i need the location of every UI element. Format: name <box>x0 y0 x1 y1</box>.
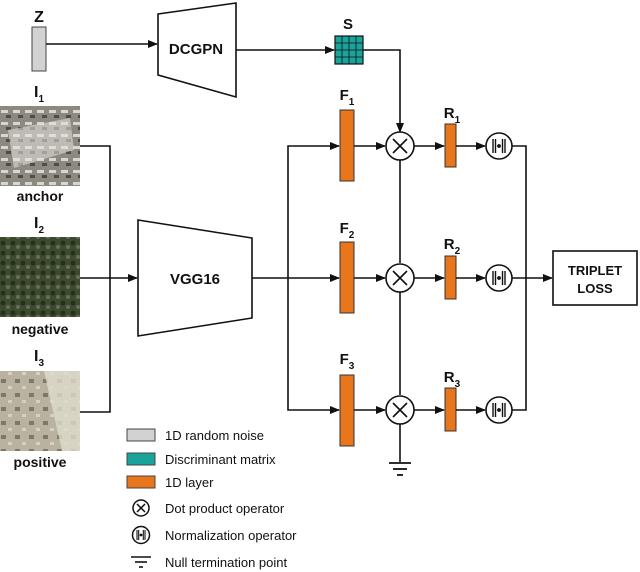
normalization-1 <box>485 132 513 160</box>
vgg16-label: VGG16 <box>170 271 220 288</box>
noise-z-bar <box>31 26 47 72</box>
noise-swatch <box>126 428 156 442</box>
legend: 1D random noise Discriminant matrix 1D l… <box>126 428 297 570</box>
vgg-to-f3-arrow <box>287 278 340 414</box>
vgg16-block <box>137 219 253 337</box>
r2-label: R2 <box>444 236 461 257</box>
s-to-dot1-wire <box>363 49 404 133</box>
f2-label: F2 <box>340 220 355 241</box>
discriminant-matrix <box>334 35 364 65</box>
triplet-loss-line2: LOSS <box>577 281 613 296</box>
legend-null-label: Null termination point <box>165 555 288 570</box>
dcgpn-label: DCGPN <box>169 41 223 58</box>
dot-product-2 <box>385 263 415 293</box>
r3-label: R3 <box>444 369 461 390</box>
anchor-image-detail <box>8 118 74 168</box>
legend-noise-label: 1D random noise <box>165 428 264 443</box>
i3-label: I3 <box>34 348 44 369</box>
r2-layer <box>444 255 457 300</box>
dot-product-3 <box>385 395 415 425</box>
normalization-icon <box>131 525 151 545</box>
r3-layer <box>444 387 457 432</box>
f3-layer <box>339 374 355 447</box>
f1-layer <box>339 109 355 182</box>
negative-image <box>0 237 80 317</box>
r1-layer <box>444 123 457 168</box>
image-bus-wire <box>80 145 111 413</box>
dcgpn-block <box>157 2 237 99</box>
legend-layer-label: 1D layer <box>165 475 214 490</box>
r1-label: R1 <box>444 105 461 126</box>
triplet-loss-block <box>552 250 638 306</box>
ground-icon <box>389 462 411 476</box>
i2-label: I2 <box>34 215 44 236</box>
dot-product-icon <box>132 499 150 517</box>
z-label: Z <box>34 9 44 26</box>
normalization-3 <box>485 396 513 424</box>
legend-matrix-label: Discriminant matrix <box>165 452 276 467</box>
negative-caption: negative <box>12 321 69 337</box>
dot-product-1 <box>385 131 415 161</box>
normalization-2 <box>485 264 513 292</box>
f2-layer <box>339 241 355 314</box>
positive-caption: positive <box>14 454 67 470</box>
triplet-loss-line1: TRIPLET <box>568 263 622 278</box>
ground-legend-icon <box>131 556 151 568</box>
f3-label: F3 <box>340 351 355 372</box>
i1-label: I1 <box>34 84 44 105</box>
s-label: S <box>343 16 353 33</box>
legend-norm-label: Normalization operator <box>165 528 297 543</box>
legend-dot-label: Dot product operator <box>165 501 285 516</box>
positive-image-detail <box>44 371 80 451</box>
matrix-swatch <box>126 452 156 466</box>
anchor-caption: anchor <box>17 188 64 204</box>
vgg-to-f1-arrow <box>287 142 340 278</box>
layer-swatch <box>126 475 156 489</box>
f1-label: F1 <box>340 87 355 108</box>
